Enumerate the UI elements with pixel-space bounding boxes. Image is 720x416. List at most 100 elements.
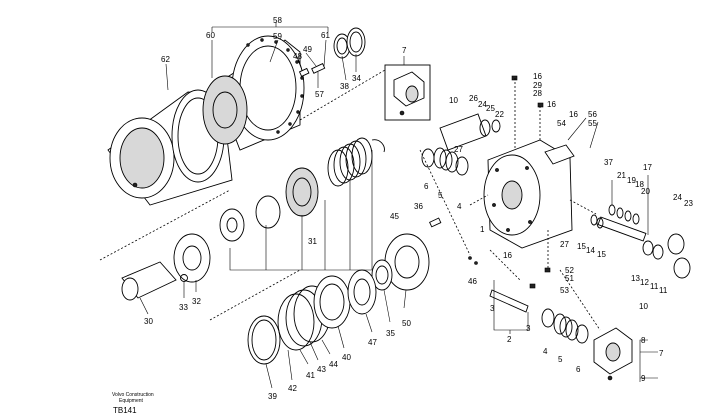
label-8: 8 [641,336,646,345]
label-10-bottom: 10 [639,302,648,311]
label-41: 41 [306,371,315,380]
brand-line-1: Volvo Construction [112,392,154,398]
valve-body [483,139,575,249]
label-53: 53 [560,286,569,295]
label-18: 18 [635,180,644,189]
label-23: 23 [684,199,693,208]
label-48: 48 [293,52,302,61]
label-19: 19 [627,176,636,185]
label-59: 59 [273,32,282,41]
label-46: 46 [468,277,477,286]
upper-spring-seal-set [421,147,469,176]
leader-lines [139,22,658,389]
small-pins-and-seals [298,27,366,78]
label-32: 32 [192,297,201,306]
label-42: 42 [288,384,297,393]
label-44: 44 [329,360,338,369]
piston-plate-group [371,217,442,291]
spool-shaft-group [439,113,501,151]
right-spool-set [590,204,691,279]
label-4-a: 4 [457,202,462,211]
label-56: 56 [588,110,597,119]
label-54: 54 [557,119,566,128]
label-49: 49 [303,45,312,54]
brand-line-2: Equipment [119,398,144,404]
parts-drawing [99,22,691,389]
label-29: 29 [533,81,542,90]
label-3-a: 3 [490,304,495,313]
planetary-gear-set [219,137,385,242]
seal-ring-stack [247,269,377,365]
label-43: 43 [317,365,326,374]
label-60: 60 [206,31,215,40]
label-47: 47 [368,338,377,347]
label-6-b: 6 [576,365,581,374]
label-1: 1 [480,225,485,234]
figure-code: TB141 [113,406,137,415]
label-9: 9 [641,374,646,383]
label-13: 13 [631,274,640,283]
label-17: 17 [643,163,652,172]
valve-cover-bottom [593,327,633,381]
footer: Volvo Construction Equipment TB141 [112,392,154,415]
label-37: 37 [604,158,613,167]
label-2: 2 [507,335,512,344]
label-16-c: 16 [569,110,578,119]
label-51: 51 [565,274,574,283]
label-24-b: 24 [673,193,682,202]
label-27-b: 27 [560,240,569,249]
label-38: 38 [340,82,349,91]
label-15-a: 15 [577,242,586,251]
lower-spring-seal-set [541,308,589,344]
assembly-dashed-lines [99,69,601,331]
label-7-bottom: 7 [659,349,664,358]
label-5-a: 5 [438,191,443,200]
label-50: 50 [402,319,411,328]
label-35: 35 [386,329,395,338]
label-7-top: 7 [402,46,407,55]
label-22: 22 [495,110,504,119]
label-25: 25 [486,104,495,113]
label-62: 62 [161,55,170,64]
label-16-d: 16 [503,251,512,260]
label-6-a: 6 [424,182,429,191]
label-11-a: 11 [650,282,659,291]
label-33: 33 [179,303,188,312]
label-16-a: 16 [533,72,542,81]
label-34: 34 [352,74,361,83]
label-20: 20 [641,187,650,196]
label-36: 36 [414,202,423,211]
label-4-b: 4 [543,347,548,356]
drive-shaft-group [121,233,211,301]
label-39: 39 [268,392,277,401]
label-5-b: 5 [558,355,563,364]
label-15-b: 15 [597,250,606,259]
label-28: 28 [533,89,542,98]
label-26: 26 [469,94,478,103]
label-14: 14 [586,246,595,255]
valve-cover-top [384,64,431,121]
label-27-a: 27 [454,145,463,154]
label-30: 30 [144,317,153,326]
ring-gear-housing [202,35,305,151]
label-11-b: 11 [659,286,668,295]
label-10-top: 10 [449,96,458,105]
plugs [511,75,551,289]
label-52: 52 [565,266,574,275]
label-58: 58 [273,16,282,25]
label-31: 31 [308,237,317,246]
label-55: 55 [588,119,597,128]
housing-drum [107,89,233,206]
label-61: 61 [321,31,330,40]
label-45: 45 [390,212,399,221]
label-40: 40 [342,353,351,362]
part-labels: 58 60 59 61 49 48 57 38 34 62 7 16 29 28… [144,16,693,401]
label-21: 21 [617,171,626,180]
label-24-a: 24 [478,100,487,109]
label-12: 12 [640,278,649,287]
lower-spool [468,256,529,313]
label-3-b: 3 [526,324,531,333]
label-57: 57 [315,90,324,99]
label-16-b: 16 [547,100,556,109]
